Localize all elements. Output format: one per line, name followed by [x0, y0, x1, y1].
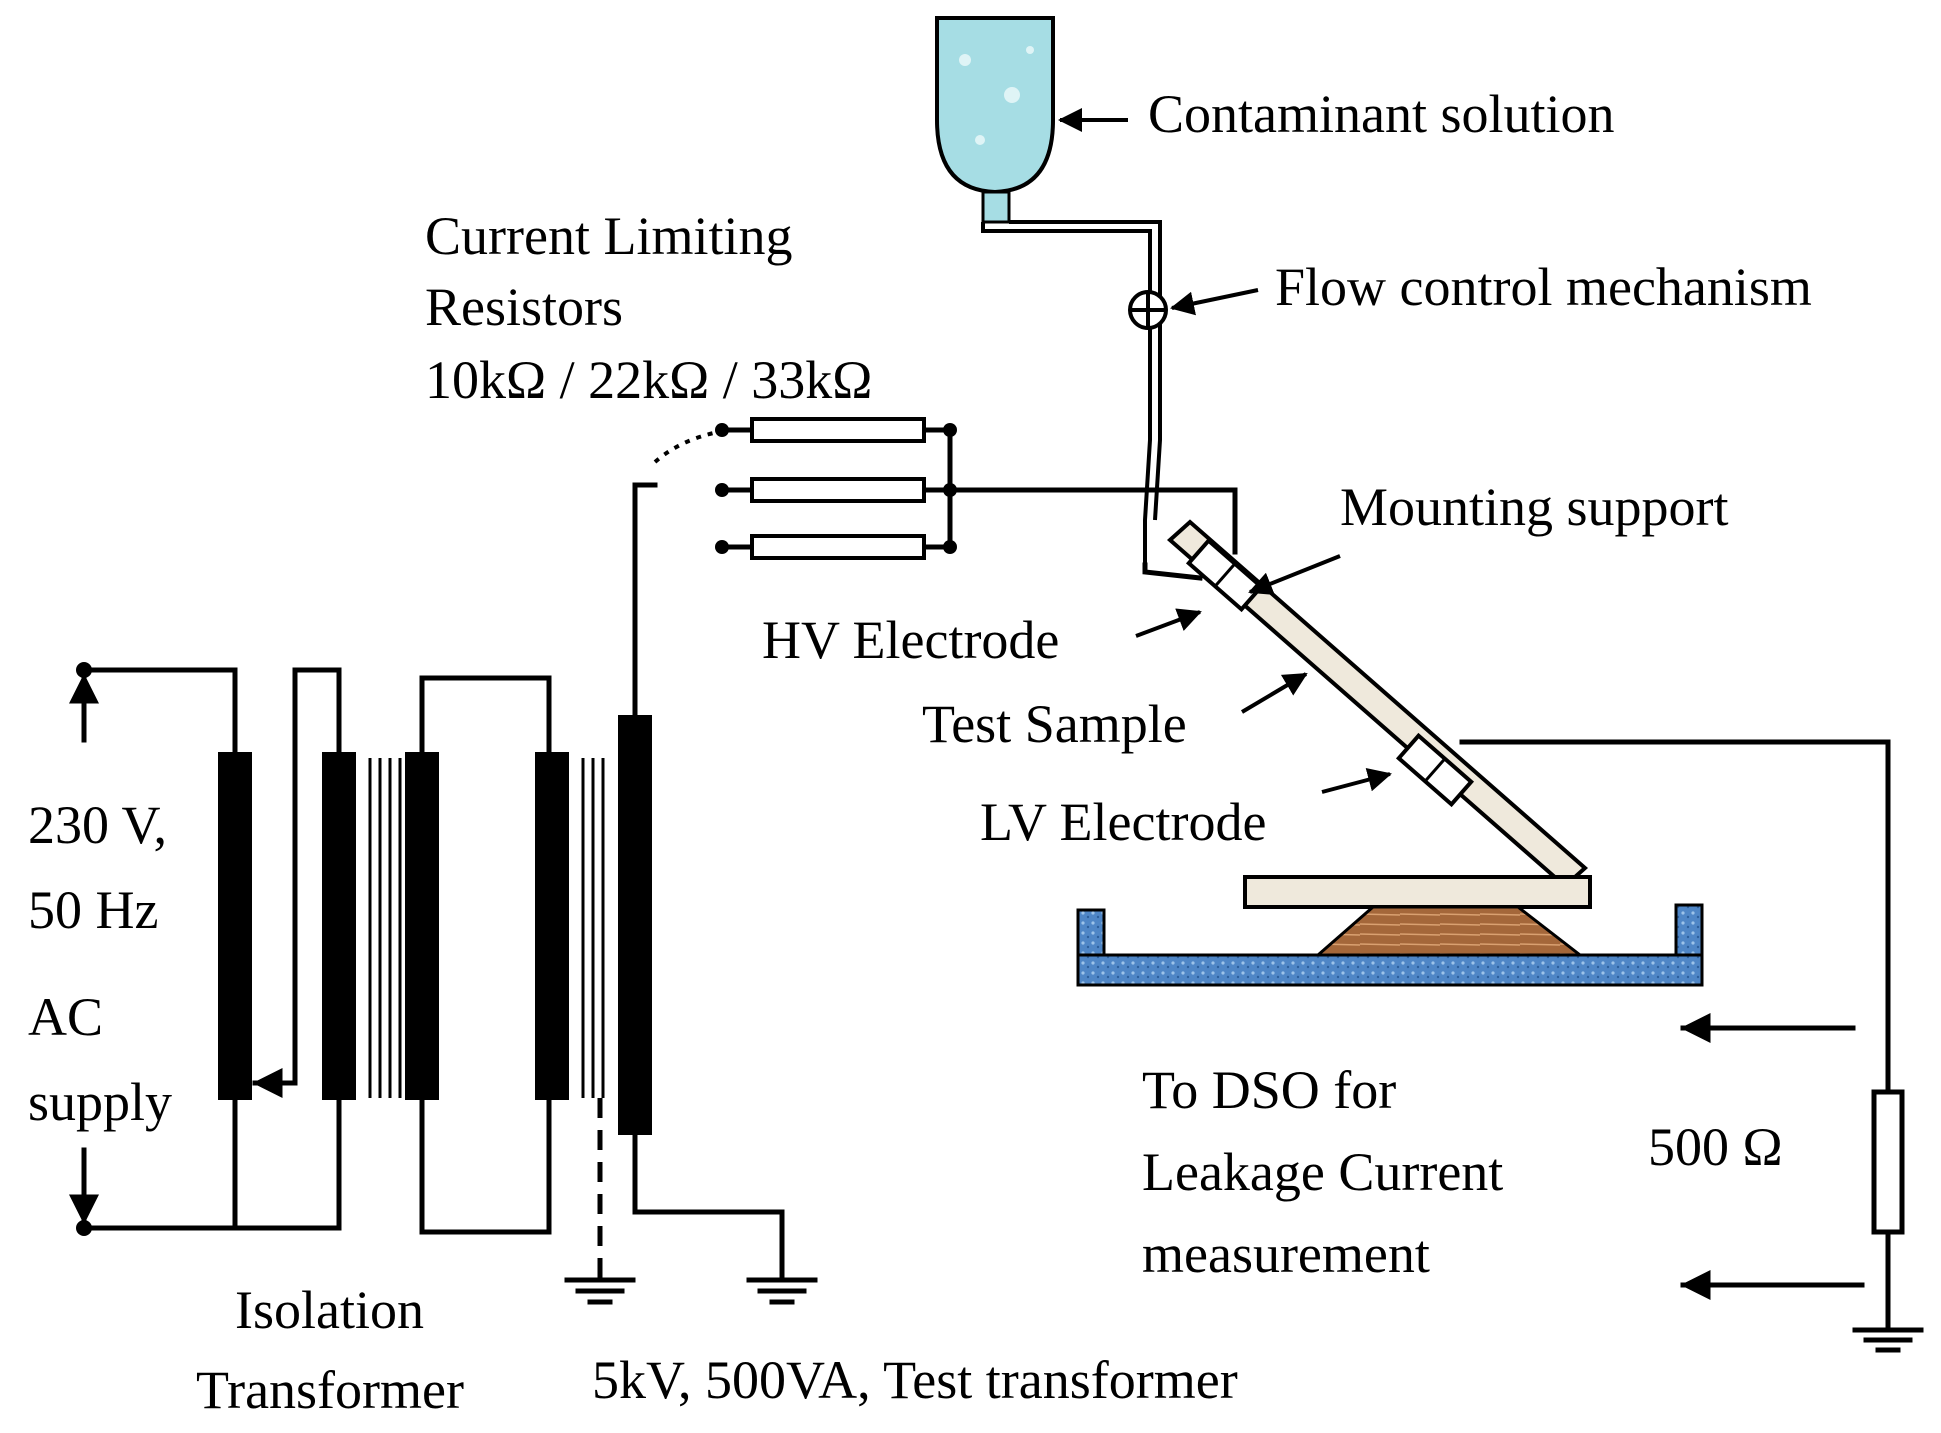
shunt-resistor	[1871, 1089, 1905, 1235]
ground-test-transformer-icon	[746, 1277, 818, 1305]
hv-wire	[947, 487, 1238, 555]
label-flow-control: Flow control mechanism	[1275, 257, 1812, 317]
flow-control-arrow	[1170, 288, 1259, 316]
hv-electrode-arrow	[1135, 608, 1202, 638]
resistor-33k	[750, 534, 926, 560]
test-transformer	[535, 482, 785, 1283]
label-contaminant-solution: Contaminant solution	[1148, 84, 1615, 144]
ground-isolation-icon	[564, 1277, 636, 1305]
isolation-transformer	[218, 667, 552, 1235]
label-hv-electrode: HV Electrode	[762, 610, 1059, 670]
hv-drip-wire	[1142, 562, 1203, 581]
label-dso-line3: measurement	[1142, 1224, 1430, 1284]
label-dso-line2: Leakage Current	[1142, 1142, 1503, 1202]
label-supply-voltage: 230 V,	[28, 795, 167, 855]
label-resistors-line2: Resistors	[425, 277, 623, 337]
label-shunt-resistance: 500 Ω	[1648, 1117, 1783, 1177]
label-supply-word: supply	[28, 1072, 172, 1132]
test-sample-assembly	[1166, 519, 1589, 889]
label-lv-electrode: LV Electrode	[980, 792, 1266, 852]
ac-supply-terminals	[69, 662, 238, 1236]
resistor-22k	[750, 477, 926, 503]
mounting-support-arrow	[1248, 554, 1341, 595]
label-supply-ac: AC	[28, 987, 103, 1047]
ground-shunt-icon	[1852, 1327, 1924, 1353]
label-test-sample: Test Sample	[922, 694, 1187, 754]
flow-control-valve	[1128, 290, 1168, 330]
contaminant-container	[935, 16, 1055, 224]
label-isolation-line1: Isolation	[235, 1280, 424, 1340]
label-test-transformer: 5kV, 500VA, Test transformer	[592, 1350, 1238, 1410]
label-dso-line1: To DSO for	[1142, 1060, 1396, 1120]
label-isolation-line2: Transformer	[196, 1360, 464, 1420]
resistor-10k	[750, 417, 926, 443]
label-resistors-line1: Current Limiting	[425, 206, 792, 266]
feed-tube	[981, 220, 1162, 565]
lv-electrode-arrow	[1321, 768, 1392, 794]
label-mounting-support: Mounting support	[1340, 477, 1729, 537]
test-bench	[1076, 875, 1704, 987]
lv-wire	[1459, 739, 1891, 1095]
resistor-bank	[715, 417, 957, 560]
label-resistor-values: 10kΩ / 22kΩ / 33kΩ	[425, 350, 872, 410]
test-sample-arrow	[1240, 672, 1308, 714]
selector-switch	[653, 430, 719, 464]
label-supply-frequency: 50 Hz	[28, 880, 158, 940]
